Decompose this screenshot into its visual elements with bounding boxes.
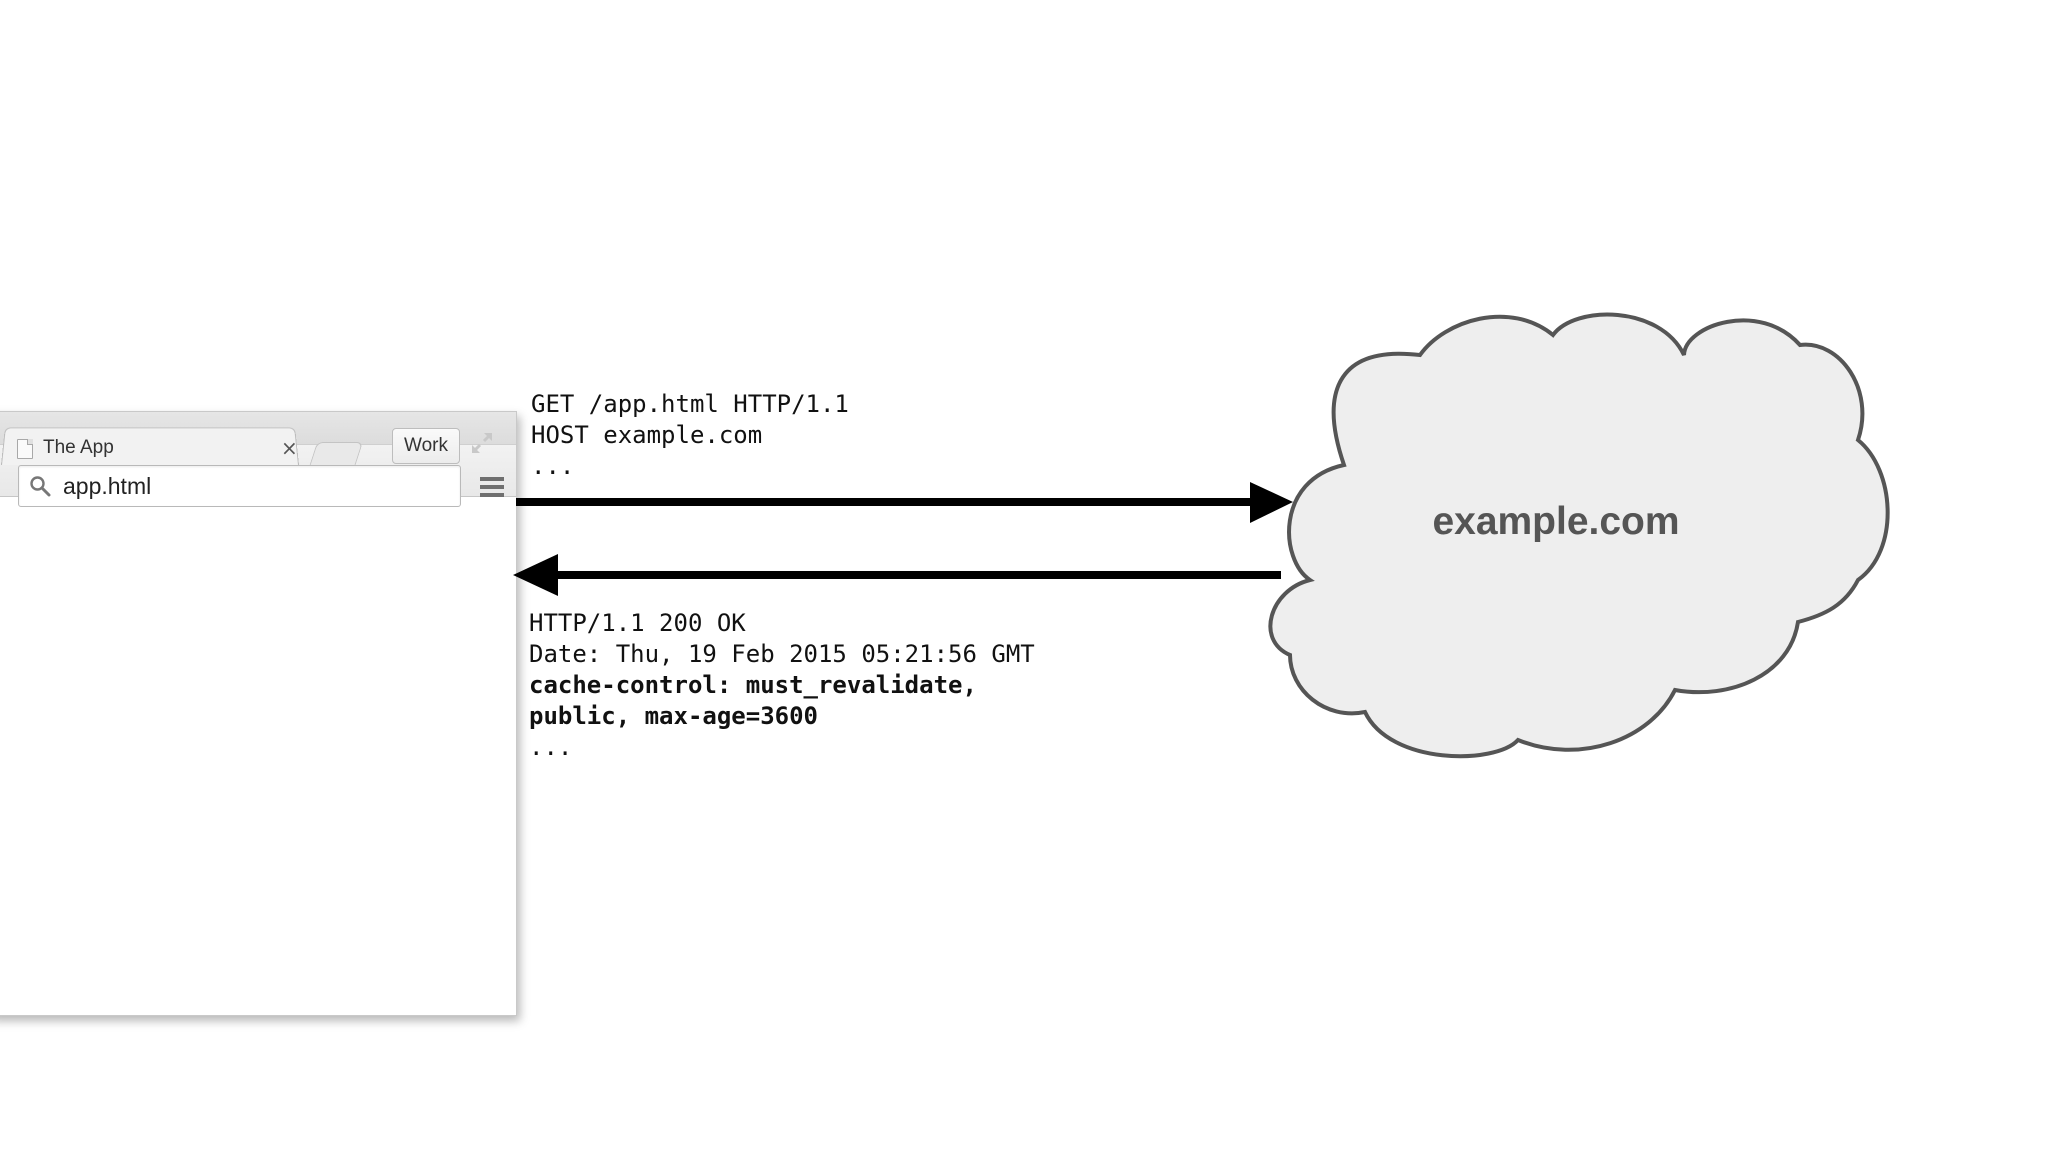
fullscreen-icon[interactable] [469,430,495,456]
browser-window: The App × Work app.html [0,411,517,1016]
request-arrow [516,482,1293,523]
request-ellipsis: ... [531,452,575,480]
response-ellipsis: ... [529,733,573,761]
address-bar-text[interactable]: app.html [63,473,152,499]
response-date-line: Date: Thu, 19 Feb 2015 05:21:56 GMT [529,640,1035,668]
address-bar[interactable]: app.html [18,465,461,507]
request-line: GET /app.html HTTP/1.1 [531,390,849,418]
close-icon[interactable]: × [281,436,298,460]
response-cache-control-line-2: public, max-age=3600 [529,702,818,730]
menu-icon[interactable] [479,476,505,498]
server-label: example.com [1432,500,1680,543]
request-host-line: HOST example.com [531,421,763,449]
profile-button[interactable]: Work [392,428,460,464]
http-response-text: HTTP/1.1 200 OK Date: Thu, 19 Feb 2015 05… [529,608,1035,763]
response-arrow [513,554,1281,596]
tab-title: The App [43,437,114,458]
page-icon [17,439,33,459]
search-icon [30,476,51,497]
response-status-line: HTTP/1.1 200 OK [529,609,746,637]
response-cache-control-line-1: cache-control: must_revalidate, [529,671,977,699]
cloud-shape [1268,312,1890,759]
